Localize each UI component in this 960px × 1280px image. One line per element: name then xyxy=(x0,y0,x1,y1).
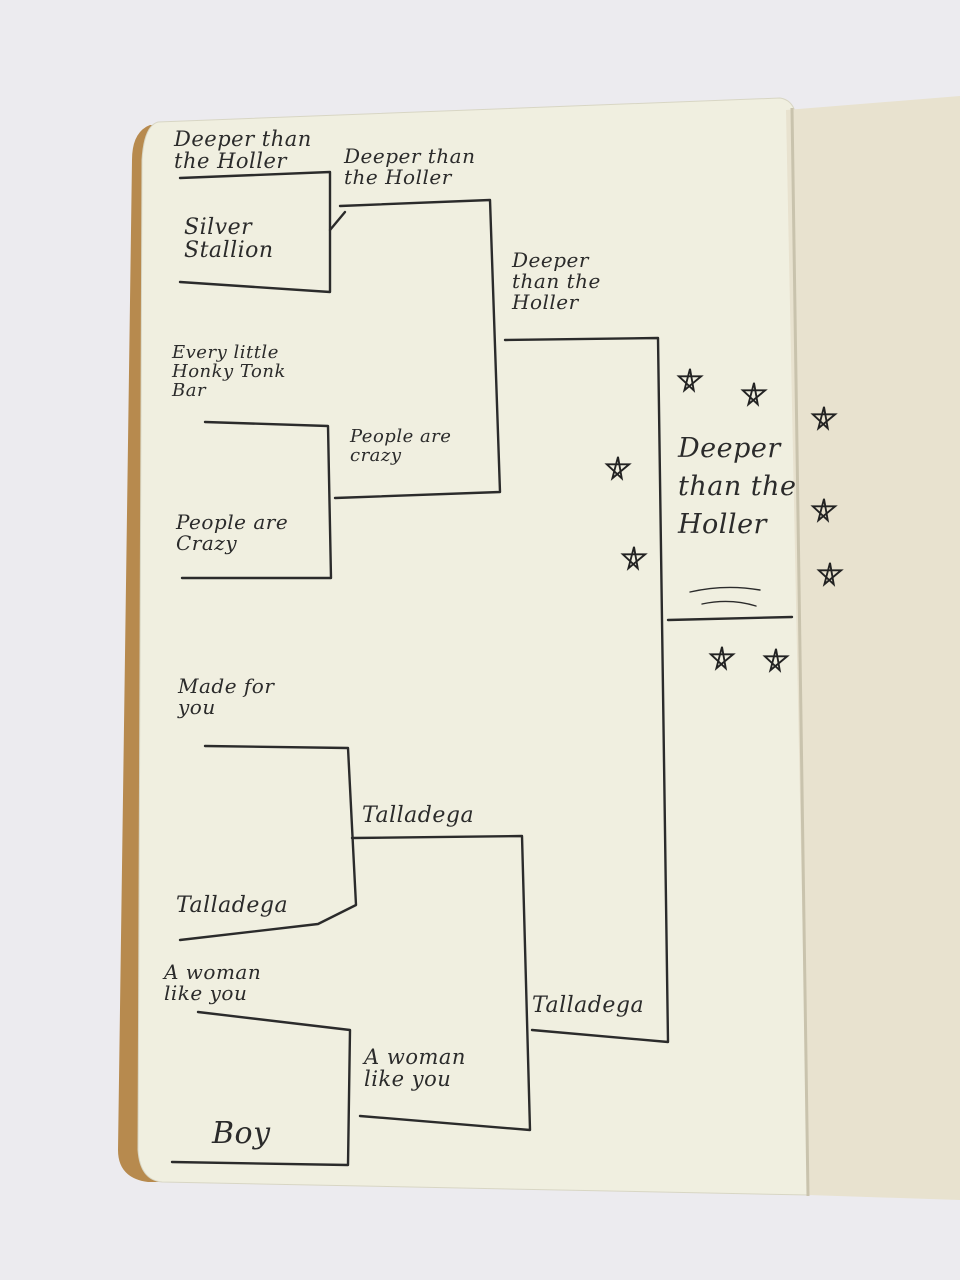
star-doodle-icon xyxy=(620,546,648,571)
final-line xyxy=(666,615,794,622)
r1-m3-bracket xyxy=(178,744,358,942)
bracket-lines xyxy=(170,170,794,1167)
r1-m1-bracket xyxy=(178,170,332,294)
page-gutter xyxy=(790,107,810,1197)
r1-m2-bracket xyxy=(180,420,333,580)
star-doodle-icon xyxy=(810,406,838,431)
star-doodle-icon xyxy=(816,562,844,587)
r2-m2-bottom-label: A woman like you xyxy=(364,1045,466,1092)
star-doodle-icon xyxy=(708,646,736,671)
star-doodle-icon xyxy=(740,382,768,407)
star-doodle-icon xyxy=(762,648,790,673)
r2-m2-top-label: Talladega xyxy=(362,803,475,828)
r3-top-label: Deeper than the Holler xyxy=(512,248,601,314)
r2-m2-bracket xyxy=(350,834,532,1132)
r2-m1-bracket xyxy=(333,198,502,500)
r1-m1-bottom-label: Silver Stallion xyxy=(184,215,274,264)
left-page xyxy=(137,97,809,1196)
right-page xyxy=(786,96,960,1200)
r3-bottom-label: Talladega xyxy=(532,993,645,1018)
r2-m1-top-label: Deeper than the Holler xyxy=(344,144,476,189)
champion-underline xyxy=(689,586,761,607)
r1-m4-bottom-label: Boy xyxy=(212,1116,271,1151)
r2-m1-bottom-label: People are crazy xyxy=(350,426,452,466)
star-doodle-icon xyxy=(810,498,838,523)
r1-m4-top-label: A woman like you xyxy=(164,960,262,1005)
r1-m4-bracket xyxy=(170,1010,352,1167)
r3-bracket xyxy=(503,336,670,1044)
r1-m3-bottom-label: Talladega xyxy=(176,893,289,918)
r1-m2-bottom-label: People are Crazy xyxy=(176,510,289,555)
r1-m3-top-label: Made for you xyxy=(178,674,275,719)
r1-m1-top-label: Deeper than the Holler xyxy=(174,127,312,174)
r1-m1-connector xyxy=(328,210,347,232)
champion-label: Deeper than the Holler xyxy=(678,433,797,540)
star-doodle-icon xyxy=(676,368,704,393)
r1-m2-top-label: Every little Honky Tonk Bar xyxy=(172,342,286,401)
star-doodle-icon xyxy=(604,456,632,481)
